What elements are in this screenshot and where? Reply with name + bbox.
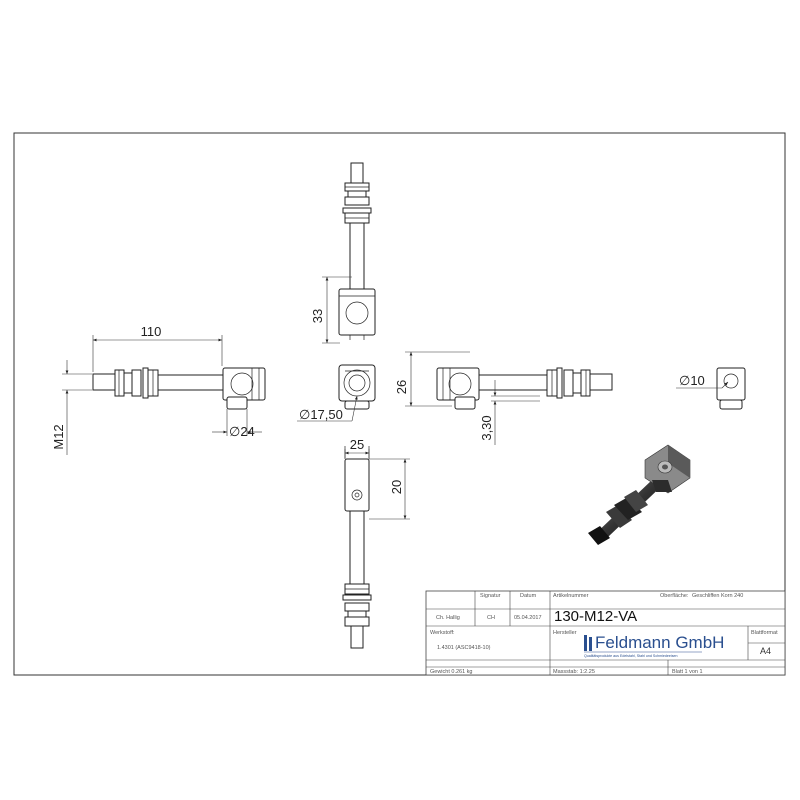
dimension-33: 33 [310,276,352,344]
col-oberflaeche-label: Oberfläche: [660,593,689,599]
dimension-m12: M12 [51,360,92,455]
blattformat-label: Blattformat [751,630,778,636]
col-signatur-label: Signatur [480,593,501,599]
manufacturer-name: Feldmann GmbH [595,633,724,652]
col-artikelnummer-label: Artikelnummer [553,593,589,599]
scale-value: Massstab: 1:2.25 [553,669,595,675]
dimension-33-label: 33 [310,309,325,323]
isometric-render [588,444,691,545]
dimension-dia1750-label: ∅17,50 [299,407,343,422]
dimension-dia10: ∅10 [676,373,729,389]
top-view [338,162,376,340]
dimension-dia24: ∅24 [212,409,262,439]
werkstoff-value: 1.4301 (ASC9418-10) [437,645,491,651]
dimension-25-label: 25 [350,437,364,452]
dimension-26: 26 [394,351,470,407]
weight-value: Gewicht 0.261 kg [430,669,473,675]
side-detail-view [716,367,746,410]
center-view [338,364,376,410]
werkstoff-label: Werkstoff: [430,630,455,636]
dimension-dia1750: ∅17,50 [297,395,358,422]
left-view [92,367,266,410]
right-view [436,367,613,410]
drawing-frame [13,132,786,676]
dimension-26-label: 26 [394,380,409,394]
designer-name: Ch. Hallig [436,615,460,621]
title-block: Signatur Datum Artikelnummer Oberfläche:… [425,590,786,676]
bottom-view [342,446,372,649]
col-datum-label: Datum [520,593,537,599]
dimension-20-label: 20 [389,480,404,494]
dimension-25: 25 [344,437,370,458]
oberflaeche-value: Geschliffen Korn 240 [692,593,743,599]
dimension-20: 20 [369,458,410,520]
sheet-number: Blatt 1 von 1 [672,669,703,675]
dimension-110: 110 [92,324,223,372]
blattformat-value: A4 [760,646,771,656]
dimension-m12-label: M12 [51,424,66,449]
dimension-330: 3,30 [479,380,540,445]
dimension-dia10-label: ∅10 [679,373,705,388]
date-value: 05.04.2017 [514,615,542,621]
dimension-dia24-label: ∅24 [229,424,255,439]
signature-value: CH [487,615,495,621]
manufacturer-tagline: Qualitätsprodukte aus Edelstahl, Stahl u… [584,654,678,658]
dimension-330-label: 3,30 [479,415,494,440]
feldmann-logo: Feldmann GmbH Qualitätsprodukte aus Edel… [584,633,724,658]
article-number: 130-M12-VA [554,608,637,625]
dimension-110-label: 110 [141,324,162,339]
hersteller-label: Hersteller [553,630,577,636]
